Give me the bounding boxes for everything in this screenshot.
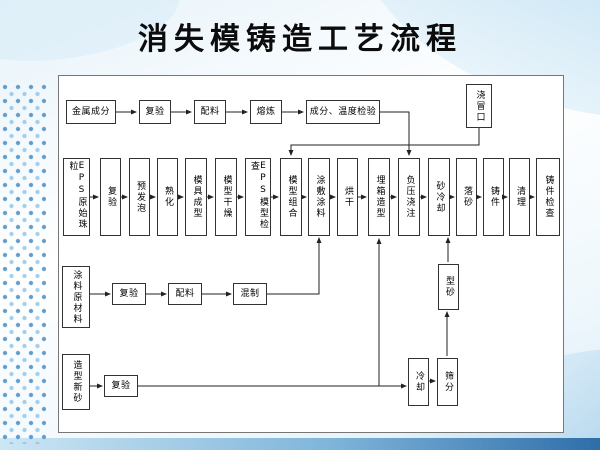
box-eps-pattern-check: EPS模型检查: [245, 158, 271, 236]
box-cooling: 冷却: [408, 358, 429, 406]
slide-title: 消失模铸造工艺流程: [138, 22, 462, 57]
box-reinspect-sand: 复验: [104, 375, 138, 397]
box-coating-apply: 涂敷涂料: [308, 158, 330, 236]
box-reinspect-eps: 复验: [100, 158, 121, 236]
box-casting-inspection: 铸件检查: [536, 158, 560, 236]
box-flask-molding: 埋箱造型: [368, 158, 390, 236]
box-sand-cooling: 砂冷却: [428, 158, 450, 236]
box-pattern-assembly: 模型组合: [280, 158, 302, 236]
box-screening: 筛分: [437, 358, 458, 406]
box-riser: 浇冒口: [466, 84, 492, 128]
box-coating-materials: 涂料原材料: [62, 266, 90, 328]
box-cleaning: 清理: [509, 158, 530, 236]
box-reinspect-coating: 复验: [112, 283, 146, 305]
box-composition-temp-check: 成分、温度检验: [306, 100, 380, 124]
box-prefoaming: 预发泡: [129, 158, 150, 236]
box-vacuum-pouring: 负压浇注: [398, 158, 420, 236]
box-drying: 烘干: [337, 158, 358, 236]
box-batching-metal: 配料: [194, 100, 226, 124]
box-mold-forming: 模具成型: [185, 158, 207, 236]
box-metal-composition: 金属成分: [66, 100, 116, 124]
box-casting: 铸件: [483, 158, 504, 236]
box-eps-beads: EPS原始珠粒: [63, 158, 90, 236]
box-reinspect-metal: 复验: [139, 100, 171, 124]
box-batching-coating: 配料: [168, 283, 202, 305]
decor-bottom-bar: [0, 438, 600, 450]
box-curing: 熟化: [157, 158, 178, 236]
decor-dot-pattern: [2, 84, 46, 444]
box-mixing: 混制: [233, 283, 267, 305]
box-melting: 熔炼: [250, 100, 282, 124]
box-pattern-drying: 模型干燥: [215, 158, 237, 236]
box-shakeout: 落砂: [456, 158, 477, 236]
box-molding-sand: 型砂: [438, 264, 459, 310]
box-new-sand: 造型新砂: [62, 354, 90, 410]
